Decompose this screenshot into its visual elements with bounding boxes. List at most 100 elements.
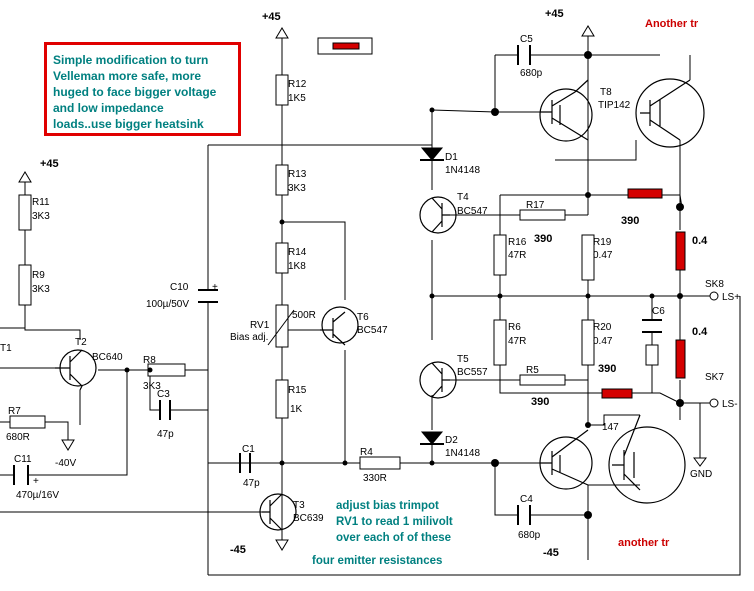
- c1-ref: C1: [242, 444, 255, 455]
- r7-resistor: [9, 415, 46, 429]
- c6-resistor: [645, 344, 659, 366]
- r6-value: 47R: [508, 336, 526, 347]
- c3-capacitor: [159, 400, 171, 420]
- r9-ref: R9: [32, 270, 45, 281]
- t4-ref: T4: [457, 192, 469, 203]
- r9-value: 3K3: [32, 284, 50, 295]
- c10-capacitor: [198, 289, 218, 303]
- added-04-resistor-upper: [675, 231, 686, 271]
- r4-ref: R4: [360, 447, 373, 458]
- sk7-value: LS-: [722, 399, 738, 410]
- d1-ref: D1: [445, 152, 458, 163]
- neg-rail-label-mid: -40V: [55, 458, 76, 469]
- r13-resistor: [275, 164, 289, 196]
- label-390-c: 390: [598, 363, 616, 375]
- r14-ref: R14: [288, 247, 307, 258]
- neg-rail-label-bottom-right: -45: [543, 547, 559, 559]
- pos-rail-arrow-right: [581, 25, 595, 37]
- c3-ref: C3: [157, 389, 170, 400]
- adjust-note-line-3: over each of of these: [336, 532, 451, 544]
- neg-rail-label-bottom-left: -45: [230, 544, 246, 556]
- label-390-d: 390: [531, 396, 549, 408]
- d2-ref: D2: [445, 435, 458, 446]
- r11-resistor: [18, 194, 32, 231]
- label-04-a: 0.4: [692, 235, 708, 247]
- c4-ref: C4: [520, 494, 533, 505]
- added-04-resistor-lower: [675, 339, 686, 379]
- d2-value: 1N4148: [445, 448, 480, 459]
- c4-value: 680p: [518, 530, 541, 541]
- r19-value: 0.47: [593, 250, 613, 261]
- r9-resistor: [18, 264, 32, 306]
- d1-value: 1N4148: [445, 165, 480, 176]
- t6-transistor: [321, 306, 359, 344]
- adjust-note-line-1: adjust bias trimpot: [336, 500, 439, 512]
- adjust-note-line-4: four emitter resistances: [312, 555, 442, 567]
- rv1-value: 500R: [292, 310, 316, 321]
- t2-value: BC640: [92, 352, 123, 363]
- svg-text:+: +: [212, 282, 218, 293]
- t4-value: BC547: [457, 206, 488, 217]
- r8-ref: R8: [143, 355, 156, 366]
- r16-value: 47R: [508, 250, 526, 261]
- c11-value: 470µ/16V: [16, 490, 59, 501]
- r16-ref: R16: [508, 237, 527, 248]
- neg-rail-arrow-mid: [61, 439, 75, 451]
- note-line-5: loads..use bigger heatsink: [53, 117, 204, 131]
- r11-value: 3K3: [32, 211, 50, 222]
- c10-value: 100µ/50V: [146, 299, 189, 310]
- t6-ref: T6: [357, 312, 369, 323]
- adjust-note-line-2: RV1 to read 1 milivolt: [336, 516, 453, 528]
- t4-transistor: [419, 196, 457, 234]
- another-tr-bottom-transistor: [608, 426, 686, 504]
- another-tr-bottom-label: another tr: [618, 537, 670, 549]
- symbol-red-bar: [332, 42, 360, 50]
- note-line-4: and low impedance: [53, 101, 164, 115]
- sk7-ref: SK7: [705, 372, 724, 383]
- pos-rail-arrow-left: [18, 171, 32, 183]
- added-390-resistor-top: [627, 188, 663, 199]
- r16-resistor: [493, 234, 507, 276]
- r5-ref: R5: [526, 365, 539, 376]
- r20-ref: R20: [593, 322, 612, 333]
- t3-transistor: [259, 493, 297, 531]
- modification-note-box: Simple modification to turn Velleman mor…: [44, 42, 241, 136]
- r6-resistor: [493, 319, 507, 366]
- t3-ref: T3: [293, 500, 305, 511]
- sk7-terminal: [709, 398, 719, 408]
- t5-value: BC557: [457, 367, 488, 378]
- t5-ref: T5: [457, 354, 469, 365]
- t7-value: 147: [602, 422, 619, 433]
- r6-ref: R6: [508, 322, 521, 333]
- t8-value: TIP142: [598, 100, 631, 111]
- note-line-3: huged to face bigger voltage: [53, 85, 217, 99]
- r4-value: 330R: [363, 473, 387, 484]
- c5-capacitor: [517, 45, 531, 65]
- r19-ref: R19: [593, 237, 612, 248]
- sk8-ref: SK8: [705, 279, 724, 290]
- gnd-arrow: [693, 457, 707, 467]
- r8-value: 3K3: [143, 381, 161, 392]
- neg-rail-arrow-bottom: [275, 539, 289, 551]
- t5-transistor: [419, 361, 457, 399]
- rv1-ref: RV1: [250, 320, 270, 331]
- r4-resistor: [359, 456, 401, 470]
- r14-resistor: [275, 242, 289, 274]
- pos-rail-label-left: +45: [40, 158, 59, 170]
- t2-ref: T2: [75, 337, 87, 348]
- d1-diode: [420, 147, 444, 161]
- c11-ref: C11: [14, 454, 32, 465]
- label-390-a: 390: [534, 233, 552, 245]
- c6-ref: C6: [652, 306, 665, 317]
- d2-diode: [420, 431, 444, 445]
- r5-resistor: [519, 374, 566, 386]
- c3-value: 47p: [157, 429, 174, 440]
- sk8-value: LS+: [722, 292, 740, 303]
- c4-capacitor: [517, 505, 531, 525]
- gnd-label: GND: [690, 469, 712, 480]
- pos-rail-label-right: +45: [545, 8, 564, 20]
- t1-ref: T1: [0, 343, 12, 354]
- r12-ref: R12: [288, 79, 307, 90]
- r15-resistor: [275, 379, 289, 419]
